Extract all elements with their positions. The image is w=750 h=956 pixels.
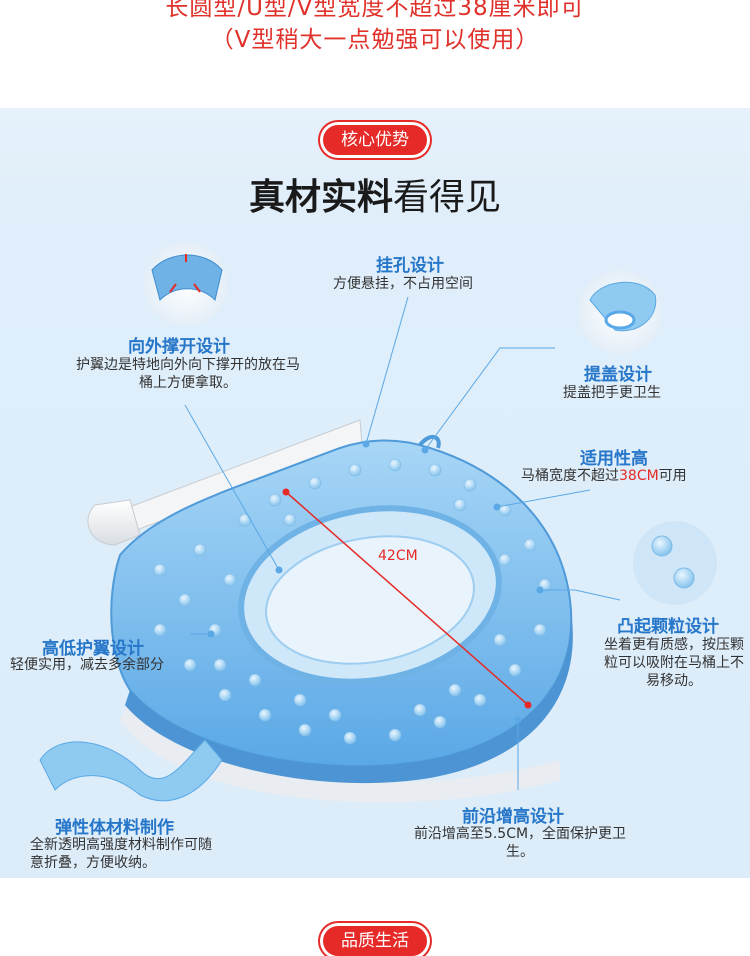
inset-lift-lid — [578, 270, 662, 354]
feature-wing-desc: 轻便实用，减去多余部分 — [10, 657, 164, 673]
inset-raised-dots — [633, 521, 717, 605]
feature-fit-desc: 马桶宽度不超过38CM可用 — [521, 467, 687, 485]
feature-raised-dots-title: 凸起颗粒设计 — [617, 617, 719, 637]
measure-line — [282, 488, 532, 709]
feature-hang-hole-desc: 方便悬挂，不占用空间 — [333, 276, 473, 292]
fit-desc-suffix: 可用 — [658, 468, 687, 484]
compat-note-line1: 长圆型/U型/V型宽度不超过38厘米即可 — [165, 0, 585, 21]
feature-front-edge-desc: 前沿增高至5.5CM，全面保护更卫生。 — [413, 826, 627, 860]
feature-raised-dots-desc: 坐着更有质感，按压颗粒可以吸附在马桶上不易移动。 — [604, 637, 744, 689]
fit-desc-highlight: 38CM — [619, 468, 659, 484]
inset-elastic — [39, 739, 223, 802]
compat-note-line2: （V型稍大一点勉强可以使用） — [210, 27, 540, 53]
feature-wing-title: 高低护翼设计 — [42, 639, 144, 659]
headline-bold: 真材实料 — [248, 177, 393, 218]
headline-light: 看得见 — [393, 177, 502, 218]
toilet-body — [87, 419, 560, 803]
section-headline: 真材实料看得见 — [0, 168, 750, 220]
fit-desc-prefix: 马桶宽度不超过 — [521, 468, 619, 484]
feature-lift-lid-desc: 提盖把手更卫生 — [563, 385, 661, 401]
feature-outward-title: 向外撑开设计 — [128, 337, 230, 357]
callout-lines — [184, 296, 621, 790]
bottom-section-badge: 品质生活 — [323, 926, 427, 956]
top-banner: 长圆型/U型/V型宽度不超过38厘米即可 （V型稍大一点勉强可以使用） — [0, 0, 750, 108]
feature-hang-hole-title: 挂孔设计 — [376, 256, 444, 276]
feature-fit-title: 适用性高 — [580, 449, 648, 469]
seat-pad — [110, 435, 573, 784]
feature-lift-lid-title: 提盖设计 — [584, 365, 652, 385]
section-badge: 核心优势 — [323, 125, 427, 155]
feature-elastic-desc: 全新透明高强度材料制作可随意折叠，方便收纳。 — [30, 837, 212, 871]
feature-front-edge-title: 前沿增高设计 — [462, 807, 564, 827]
feature-elastic-title: 弹性体材料制作 — [55, 818, 174, 838]
feature-outward-desc: 护翼边是特地向外向下撑开的放在马桶上方便拿取。 — [76, 357, 300, 391]
inset-outward — [144, 242, 228, 326]
measure-label: 42CM — [378, 548, 418, 564]
